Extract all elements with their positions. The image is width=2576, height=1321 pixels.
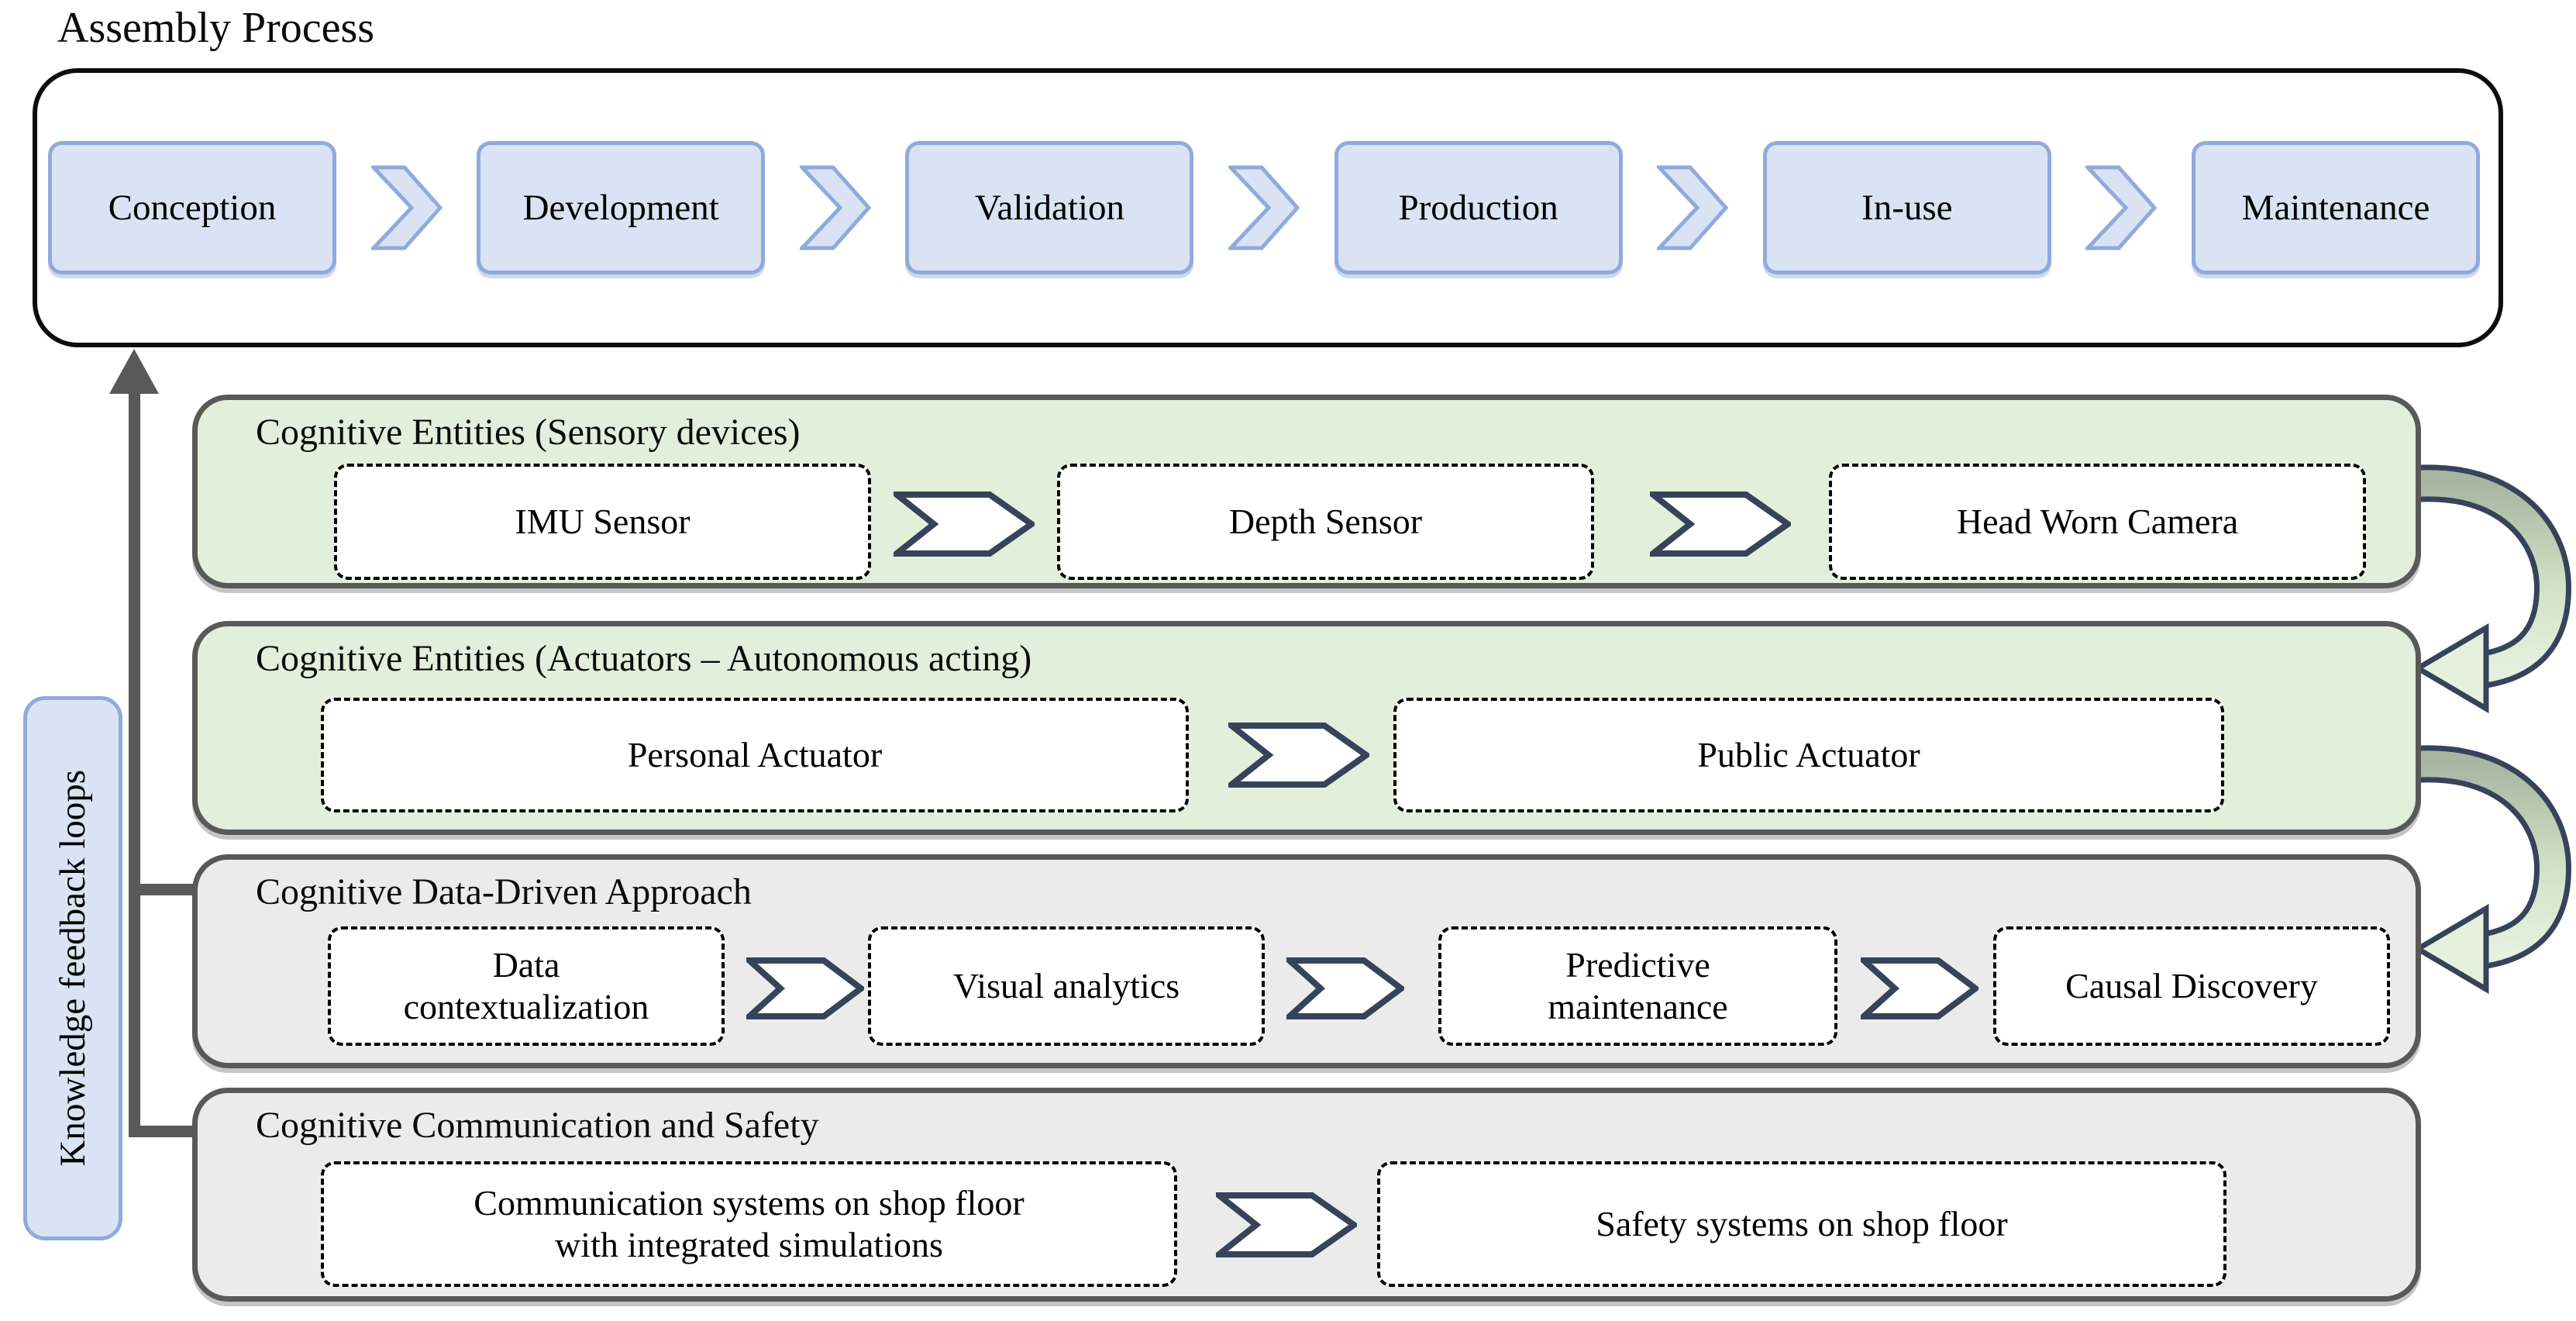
row-cognitive-entities-actuators: Cognitive Entities (Actuators – Autonomo… (192, 621, 2421, 835)
feedback-loop-arrow-icon (2412, 464, 2572, 714)
flow-chevron-icon (1861, 957, 1978, 1019)
row-cognitive-entities-sensory: Cognitive Entities (Sensory devices) IMU… (192, 395, 2421, 588)
stage-separator (1623, 165, 1763, 250)
stage-development: Development (477, 141, 766, 274)
stage-separator (336, 165, 477, 250)
feedback-connector-row3 (138, 884, 195, 895)
box-safety-systems: Safety systems on shop floor (1377, 1161, 2226, 1287)
stage-conception: Conception (48, 141, 336, 274)
row-title: Cognitive Data-Driven Approach (256, 871, 752, 912)
box-depth-sensor: Depth Sensor (1057, 464, 1594, 580)
side-label-text: Knowledge feedback loops (53, 770, 93, 1167)
box-visual-analytics: Visual analytics (868, 926, 1265, 1046)
box-predictive-maintenance: Predictive maintenance (1438, 926, 1837, 1046)
row-title: Cognitive Communication and Safety (256, 1105, 819, 1146)
flow-chevron-icon (1650, 491, 1791, 557)
feedback-up-arrowhead-icon (109, 349, 159, 394)
feedback-arrow-shaft (129, 391, 140, 1137)
flow-chevron-icon (1228, 723, 1369, 788)
stage-production: Production (1334, 141, 1623, 274)
row-title: Cognitive Entities (Actuators – Autonomo… (256, 638, 1032, 679)
page-title: Assembly Process (57, 4, 375, 52)
flow-chevron-icon (746, 957, 864, 1019)
stage-validation: Validation (905, 141, 1194, 274)
feedback-connector-row4 (138, 1126, 195, 1137)
flow-chevron-icon (894, 491, 1035, 557)
box-imu-sensor: IMU Sensor (334, 464, 871, 580)
stage-in-use: In-use (1762, 141, 2051, 274)
box-head-worn-camera: Head Worn Camera (1829, 464, 2366, 580)
flow-chevron-icon (1286, 957, 1404, 1019)
row-title: Cognitive Entities (Sensory devices) (256, 412, 801, 453)
box-communication-systems: Communication systems on shop floor with… (321, 1161, 1177, 1287)
chevron-right-icon (370, 165, 443, 250)
stage-separator (1193, 165, 1334, 250)
box-personal-actuator: Personal Actuator (321, 698, 1189, 812)
chevron-right-icon (1228, 165, 1300, 250)
assembly-process-container: Conception Development Validation Produc… (33, 68, 2503, 347)
row-cognitive-data-driven: Cognitive Data-Driven Approach Data cont… (192, 854, 2421, 1068)
stage-separator (2051, 165, 2192, 250)
knowledge-feedback-loops-label: Knowledge feedback loops (23, 696, 122, 1240)
box-data-contextualization: Data contextualization (328, 926, 725, 1046)
stage-maintenance: Maintenance (2192, 141, 2481, 274)
row-cognitive-communication-safety: Cognitive Communication and Safety Commu… (192, 1088, 2421, 1302)
chevron-right-icon (2085, 165, 2158, 250)
box-public-actuator: Public Actuator (1393, 698, 2224, 812)
stage-separator (765, 165, 905, 250)
chevron-right-icon (799, 165, 871, 250)
flow-chevron-icon (1216, 1192, 1357, 1257)
feedback-loop-arrow-icon (2412, 745, 2572, 995)
chevron-right-icon (1657, 165, 1729, 250)
box-causal-discovery: Causal Discovery (1993, 926, 2390, 1046)
